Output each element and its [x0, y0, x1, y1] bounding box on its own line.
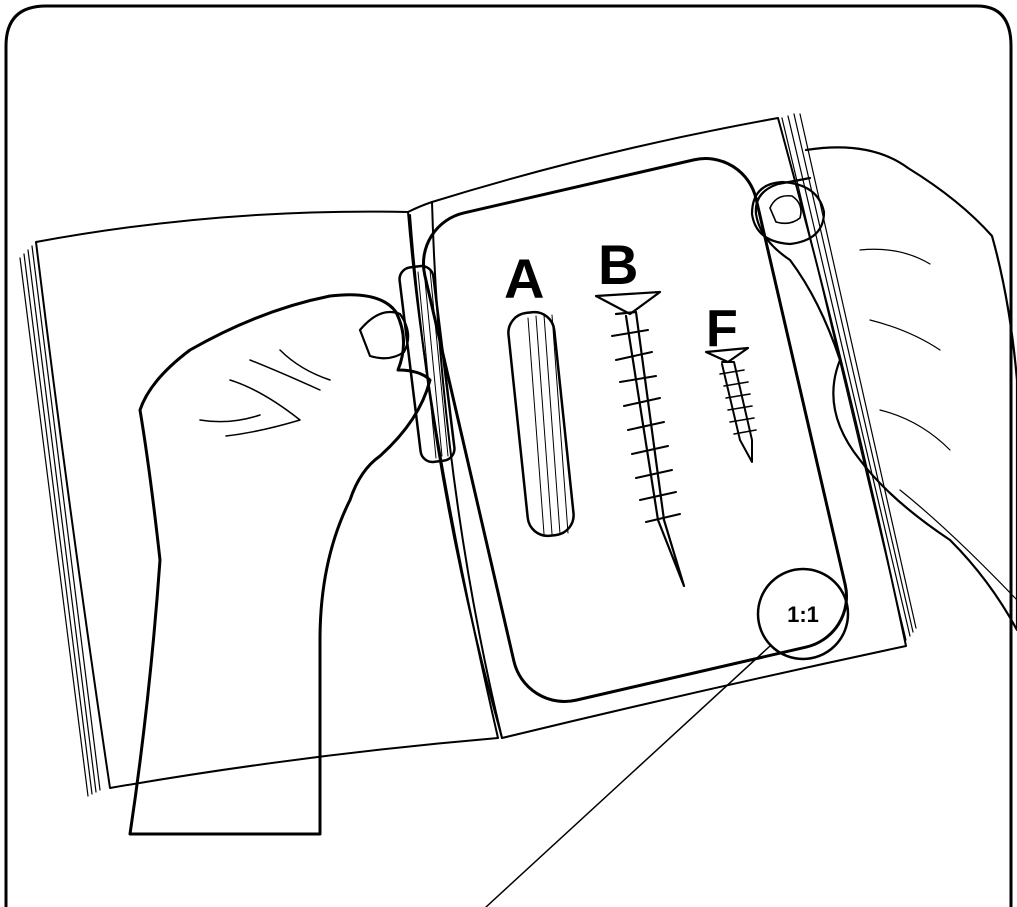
book-right-page-edges — [782, 114, 916, 640]
scale-badge: 1:1 — [758, 569, 848, 659]
book-spine — [408, 202, 502, 738]
part-label-b: B — [598, 233, 638, 296]
held-dowel — [398, 265, 456, 464]
left-hand — [130, 295, 430, 834]
part-f-short-screw — [706, 348, 756, 462]
scale-badge-text: 1:1 — [787, 602, 819, 627]
book-left-page-edges — [20, 246, 100, 796]
part-label-a: A — [504, 247, 544, 310]
part-label-f: F — [706, 300, 738, 358]
part-b-long-screw — [596, 292, 684, 586]
right-hand — [752, 147, 1017, 630]
book — [20, 114, 916, 796]
frame-border — [6, 6, 1011, 907]
part-a-dowel — [506, 310, 575, 538]
